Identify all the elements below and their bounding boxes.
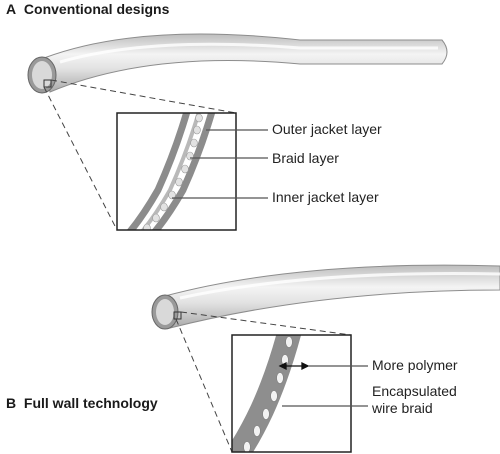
label-inner-jacket: Inner jacket layer	[272, 189, 379, 205]
magnifier-frame-b	[231, 334, 352, 453]
tube-b	[164, 264, 500, 329]
zoom-lines-b	[175, 311, 352, 453]
magnified-view-a	[116, 112, 237, 231]
section-a-heading: Conventional designs	[23, 1, 170, 17]
tube-a-end	[27, 56, 57, 94]
leaders-b	[282, 365, 368, 407]
tube-b-end	[151, 294, 182, 330]
section-a-letter: A	[6, 1, 17, 17]
label-braid-layer: Braid layer	[272, 150, 339, 166]
section-a-title: A Conventional designs	[6, 1, 169, 17]
section-b-letter: B	[6, 395, 17, 411]
full-wall-band	[232, 335, 302, 452]
magnify-marker-a	[43, 79, 52, 88]
leaders-a	[172, 129, 268, 199]
magnifier-frame-a	[116, 112, 237, 231]
magnified-view-b	[231, 334, 352, 453]
label-encapsulated-braid: Encapsulated wire braid	[372, 383, 457, 417]
braid-dots-a	[143, 113, 203, 230]
tube-a	[43, 33, 448, 93]
zoom-lines-a	[43, 79, 237, 231]
outer-jacket-band	[151, 113, 216, 230]
label-more-polymer: More polymer	[372, 357, 458, 373]
inner-jacket-strip	[140, 113, 201, 230]
braid-dots-b	[243, 336, 293, 452]
inner-jacket-band	[126, 113, 191, 230]
section-b-heading: Full wall technology	[23, 395, 158, 411]
label-encapsulated-line1: Encapsulated	[372, 383, 457, 399]
label-encapsulated-line2: wire braid	[372, 400, 433, 416]
magnify-marker-b	[173, 311, 182, 320]
label-outer-jacket: Outer jacket layer	[272, 121, 382, 137]
thickness-arrow	[278, 361, 310, 371]
section-b-title: B Full wall technology	[6, 395, 158, 411]
